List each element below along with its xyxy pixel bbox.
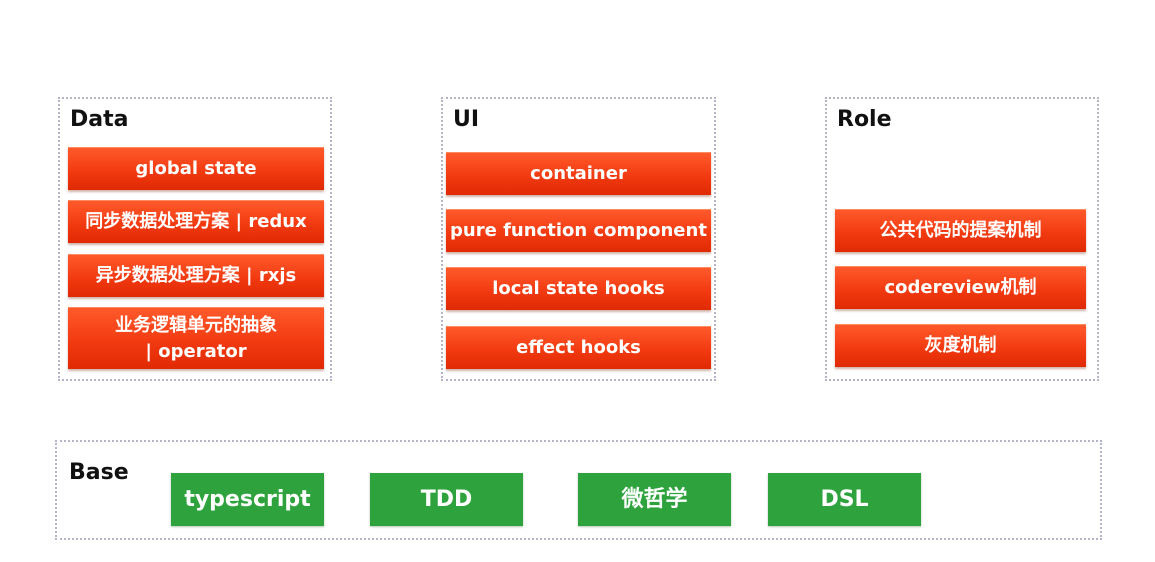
ui-group-title: UI <box>453 107 480 132</box>
role-group: Role <box>825 97 1099 381</box>
role-box-codereview-mechanism: codereview机制 <box>835 266 1086 309</box>
base-group-title: Base <box>69 460 129 485</box>
role-box-grayscale-mechanism: 灰度机制 <box>835 324 1086 367</box>
data-group-title: Data <box>70 107 129 132</box>
data-box-rxjs: 异步数据处理方案 | rxjs <box>68 254 324 297</box>
data-box-global-state: global state <box>68 147 324 190</box>
ui-box-pure-function-component: pure function component <box>446 209 711 252</box>
base-box-tdd: TDD <box>370 473 523 526</box>
base-box-dsl: DSL <box>768 473 921 526</box>
data-box-operator: 业务逻辑单元的抽象 | operator <box>68 307 324 369</box>
ui-box-container: container <box>446 152 711 195</box>
data-group: Data <box>58 97 332 381</box>
role-group-title: Role <box>837 107 892 132</box>
ui-box-effect-hooks: effect hooks <box>446 326 711 369</box>
base-box-typescript: typescript <box>171 473 324 526</box>
ui-box-local-state-hooks: local state hooks <box>446 267 711 310</box>
role-box-proposal-mechanism: 公共代码的提案机制 <box>835 209 1086 252</box>
base-box-micro-philosophy: 微哲学 <box>578 473 731 526</box>
base-group: Base <box>55 440 1102 540</box>
data-box-redux: 同步数据处理方案 | redux <box>68 200 324 243</box>
ui-group: UI <box>441 97 716 381</box>
